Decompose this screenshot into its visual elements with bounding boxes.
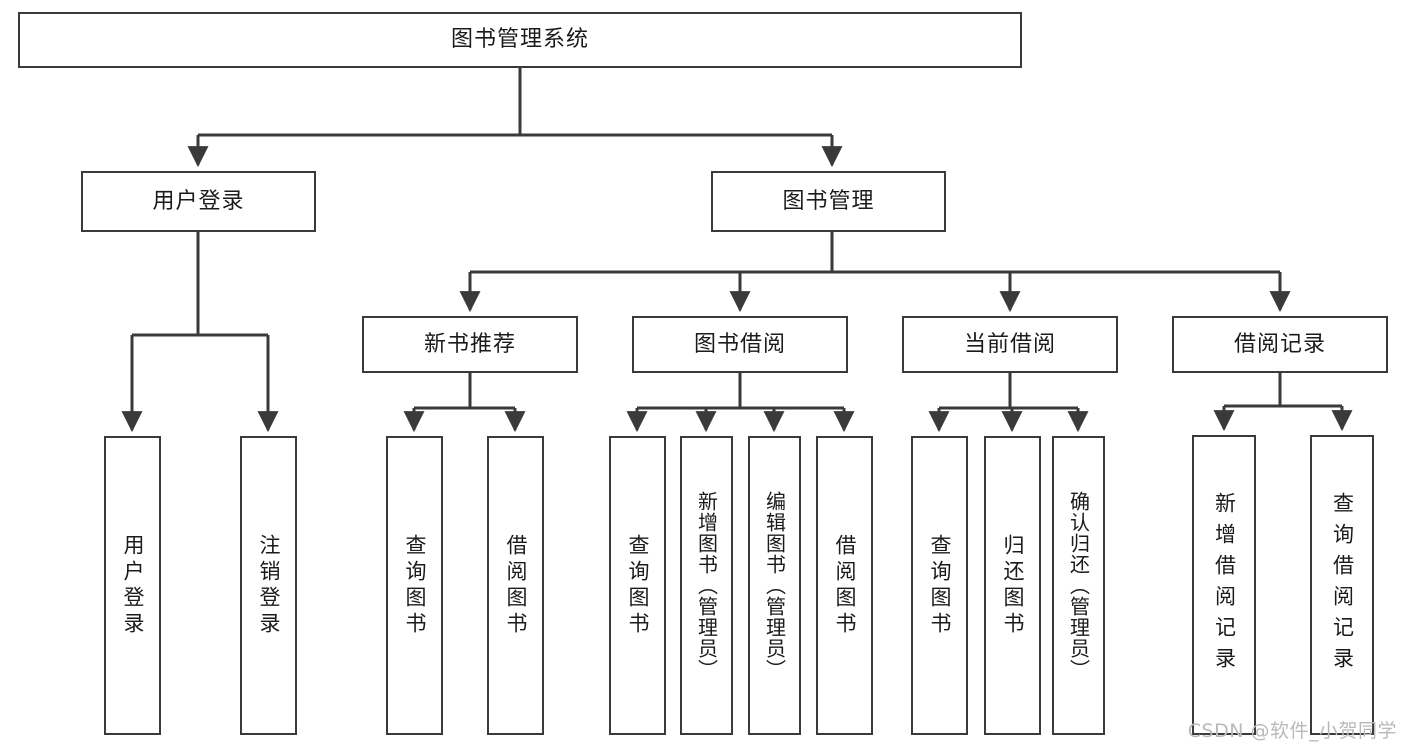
node-leaf-add-book-admin[interactable]: 新增图书（管理员） [680, 436, 733, 735]
node-leaf-user-login[interactable]: 用户登录 [104, 436, 161, 735]
node-leaf-query-book-3-label: 查询图书 [928, 533, 952, 638]
node-root[interactable]: 图书管理系统 [18, 12, 1022, 68]
csdn-watermark: CSDN @软件_小贺同学 [1187, 720, 1397, 742]
node-leaf-add-borrow-record-label: 新增借阅记录 [1212, 492, 1237, 678]
node-root-label: 图书管理系统 [450, 27, 589, 53]
node-leaf-query-borrow-record-label: 查询借阅记录 [1330, 492, 1355, 678]
node-leaf-query-borrow-record[interactable]: 查询借阅记录 [1310, 435, 1374, 735]
node-leaf-add-book-admin-label: 新增图书（管理员） [694, 491, 719, 680]
node-borrow-record[interactable]: 借阅记录 [1172, 316, 1388, 373]
node-leaf-add-borrow-record[interactable]: 新增借阅记录 [1192, 435, 1256, 735]
node-leaf-return-book[interactable]: 归还图书 [984, 436, 1041, 735]
node-current-borrow-label: 当前借阅 [963, 331, 1056, 357]
node-leaf-user-logout[interactable]: 注销登录 [240, 436, 297, 735]
node-new-book-recommend-label: 新书推荐 [423, 331, 516, 357]
node-leaf-borrow-book-2-label: 借阅图书 [833, 533, 857, 638]
node-leaf-return-book-label: 归还图书 [1001, 533, 1025, 638]
node-leaf-user-logout-label: 注销登录 [257, 533, 281, 638]
node-leaf-query-book-2-label: 查询图书 [626, 533, 650, 638]
node-leaf-edit-book-admin[interactable]: 编辑图书（管理员） [748, 436, 801, 735]
node-leaf-borrow-book-1[interactable]: 借阅图书 [487, 436, 544, 735]
node-leaf-borrow-book-2[interactable]: 借阅图书 [816, 436, 873, 735]
node-book-manage-label: 图书管理 [782, 188, 875, 214]
node-new-book-recommend[interactable]: 新书推荐 [362, 316, 578, 373]
node-leaf-edit-book-admin-label: 编辑图书（管理员） [762, 491, 787, 680]
node-leaf-borrow-book-1-label: 借阅图书 [504, 533, 528, 638]
node-user-login[interactable]: 用户登录 [81, 171, 316, 232]
node-leaf-user-login-label: 用户登录 [121, 533, 145, 638]
node-book-manage[interactable]: 图书管理 [711, 171, 946, 232]
node-borrow-record-label: 借阅记录 [1233, 331, 1326, 357]
node-leaf-confirm-return-admin[interactable]: 确认归还（管理员） [1052, 436, 1105, 735]
node-book-borrow[interactable]: 图书借阅 [632, 316, 848, 373]
node-leaf-query-book-1-label: 查询图书 [403, 533, 427, 638]
node-leaf-query-book-2[interactable]: 查询图书 [609, 436, 666, 735]
node-leaf-confirm-return-admin-label: 确认归还（管理员） [1066, 491, 1091, 680]
node-current-borrow[interactable]: 当前借阅 [902, 316, 1118, 373]
node-user-login-label: 用户登录 [152, 188, 245, 214]
node-leaf-query-book-3[interactable]: 查询图书 [911, 436, 968, 735]
node-leaf-query-book-1[interactable]: 查询图书 [386, 436, 443, 735]
node-book-borrow-label: 图书借阅 [693, 331, 786, 357]
